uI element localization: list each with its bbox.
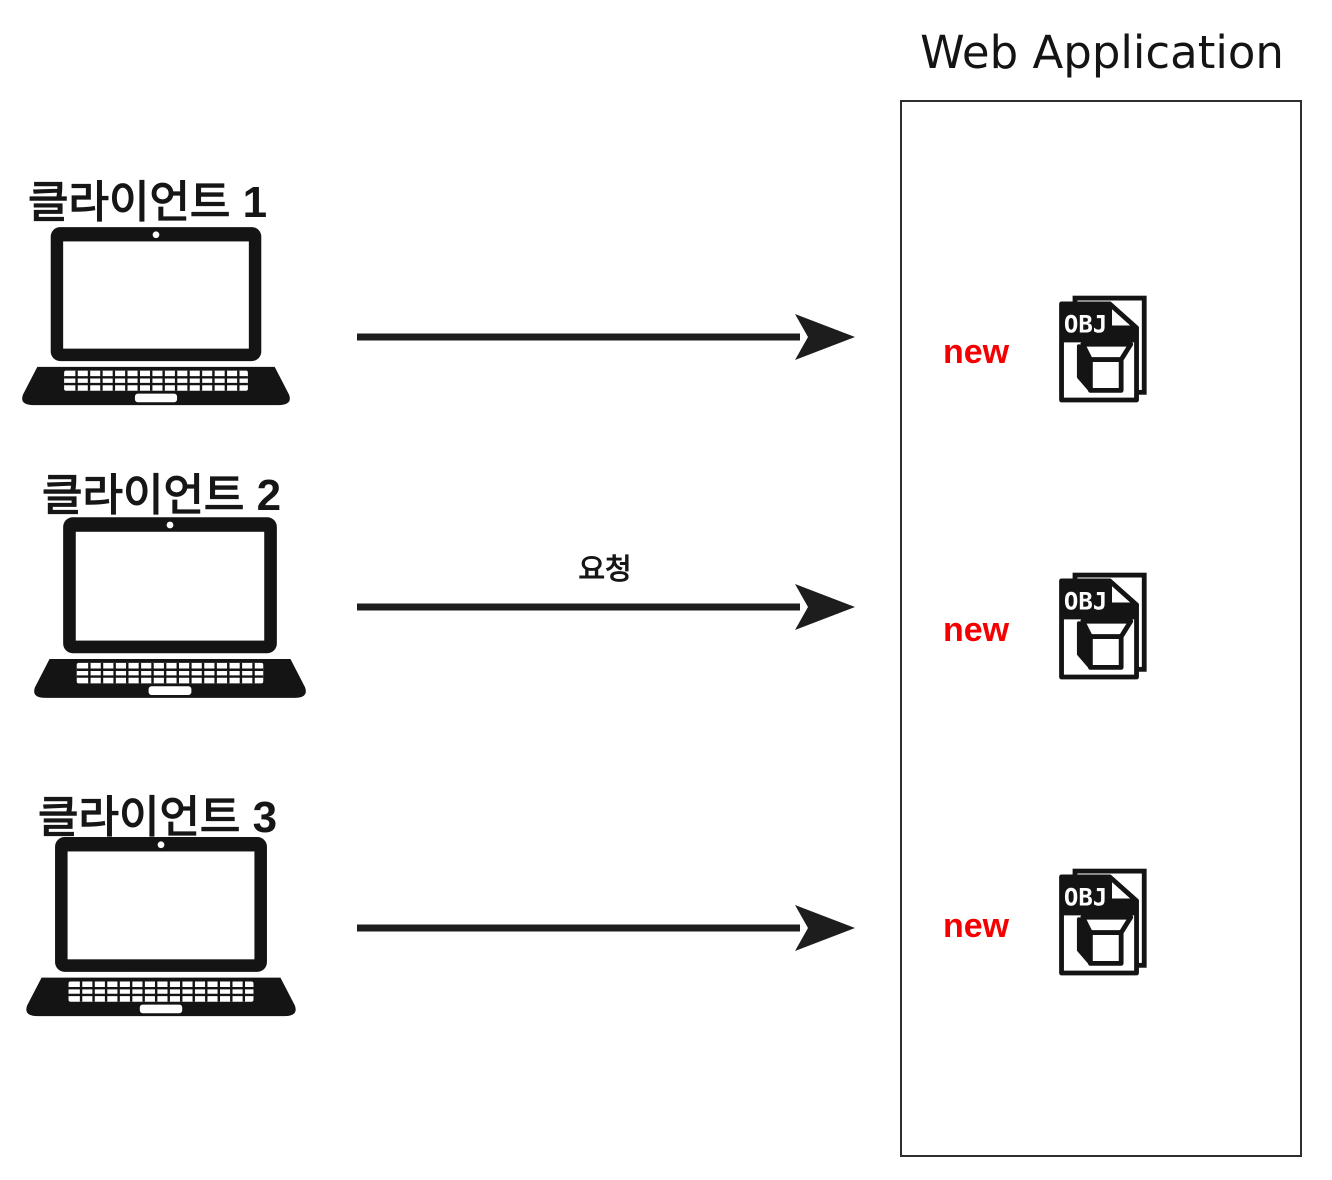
laptop-icon <box>22 227 290 407</box>
status-badge: new <box>942 907 1010 945</box>
client-1-label: 클라이언트 1 <box>28 178 268 227</box>
obj-file-icon: OBJ <box>1050 294 1150 407</box>
laptop-icon <box>34 517 306 700</box>
client-3-label: 클라이언트 3 <box>38 793 278 842</box>
request-label: 요청 <box>578 554 632 586</box>
obj-file-type-label: OBJ <box>1064 884 1107 912</box>
status-badge: new <box>942 611 1010 649</box>
status-badge: new <box>942 333 1010 371</box>
arrow-right-icon <box>350 582 860 632</box>
obj-file-type-label: OBJ <box>1064 588 1107 616</box>
client-2-label: 클라이언트 2 <box>42 471 282 520</box>
web-application-title: Web Application <box>920 26 1284 79</box>
obj-file-icon: OBJ <box>1050 571 1150 684</box>
arrow-right-icon <box>350 903 860 953</box>
arrow-right-icon <box>350 312 860 362</box>
obj-file-type-label: OBJ <box>1064 311 1107 339</box>
obj-file-icon: OBJ <box>1050 867 1150 980</box>
laptop-icon <box>26 837 296 1018</box>
